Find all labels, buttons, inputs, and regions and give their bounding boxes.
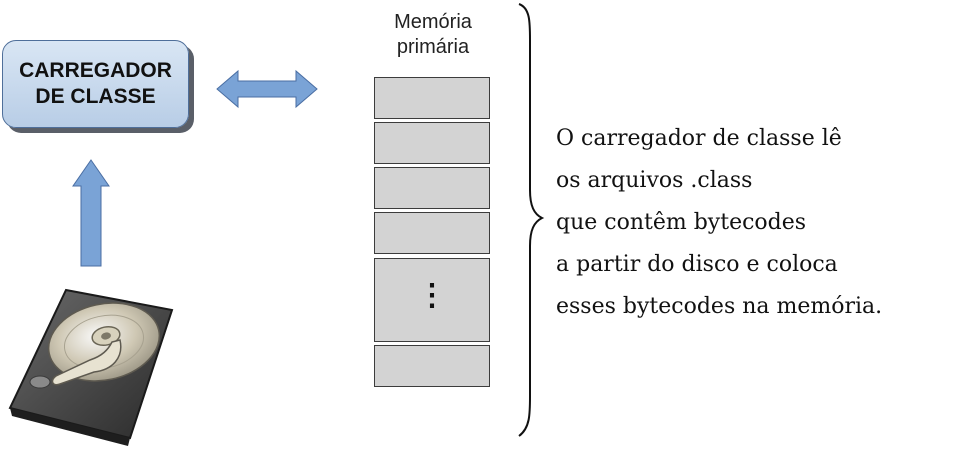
double-arrow [216, 69, 318, 109]
vertical-ellipsis: ⋮ [417, 279, 447, 312]
memory-cell [374, 345, 490, 387]
memory-cell [374, 77, 490, 119]
hard-disk-icon [8, 288, 174, 446]
memory-cell [374, 212, 490, 254]
memory-title: Memória primária [394, 11, 472, 58]
class-loader-box: CARREGADOR DE CLASSE [2, 40, 189, 128]
curly-brace [518, 3, 545, 437]
class-loader-label: CARREGADOR DE CLASSE [19, 59, 172, 108]
description-line: os arquivos .class [556, 168, 753, 193]
description: O carregador de classe lê os arquivos .c… [556, 118, 956, 328]
description-line: que contêm bytecodes [556, 210, 807, 235]
memory-cell [374, 122, 490, 164]
up-arrow [72, 159, 110, 267]
description-line: esses bytecodes na memória. [556, 294, 883, 319]
description-line: O carregador de classe lê [556, 126, 842, 151]
description-line: a partir do disco e coloca [556, 252, 838, 277]
memory-cell-ellipsis: ⋮ [374, 258, 490, 342]
memory-cell [374, 167, 490, 209]
